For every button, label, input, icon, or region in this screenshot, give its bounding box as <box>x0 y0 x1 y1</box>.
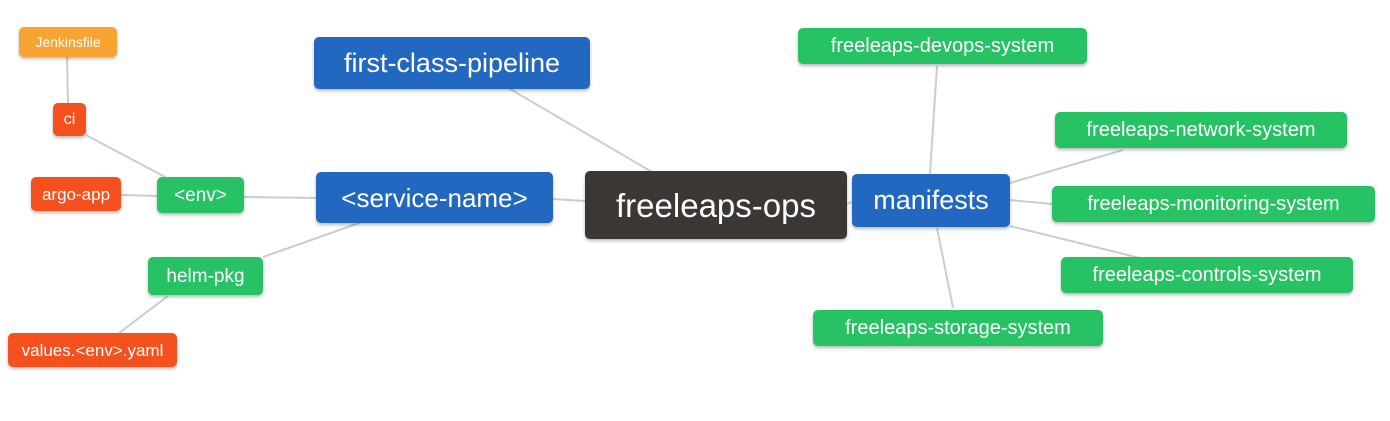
edge-jenkinsfile-ci <box>66 56 69 104</box>
node-freeleaps-devops-system[interactable]: freeleaps-devops-system <box>798 28 1087 64</box>
node-freeleaps-ops[interactable]: freeleaps-ops <box>585 171 847 239</box>
node-argo-app[interactable]: argo-app <box>31 177 121 211</box>
edge-pipeline-freeleaps-ops <box>509 88 653 173</box>
node-first-class-pipeline[interactable]: first-class-pipeline <box>314 37 590 89</box>
node-freeleaps-network-system[interactable]: freeleaps-network-system <box>1055 112 1347 148</box>
node-service-name[interactable]: <service-name> <box>316 172 553 223</box>
node-freeleaps-controls-system[interactable]: freeleaps-controls-system <box>1061 257 1353 293</box>
edge-manifests-network <box>1009 149 1124 184</box>
edge-service-name-freeleaps-ops <box>552 198 586 202</box>
edge-manifests-monitoring <box>1009 199 1053 205</box>
edge-manifests-devops <box>929 65 938 175</box>
node-freeleaps-storage-system[interactable]: freeleaps-storage-system <box>813 310 1103 346</box>
edge-manifests-storage <box>936 227 954 309</box>
node-helm-pkg[interactable]: helm-pkg <box>148 257 263 295</box>
edge-manifests-controls <box>1009 225 1141 259</box>
edge-env-service-name <box>243 196 317 199</box>
edge-helm-pkg-service-name <box>262 221 363 258</box>
node-freeleaps-monitoring-system[interactable]: freeleaps-monitoring-system <box>1052 186 1375 222</box>
edge-ci-env <box>85 134 166 178</box>
node-manifests[interactable]: manifests <box>852 174 1010 227</box>
node-ci[interactable]: ci <box>53 103 86 136</box>
node-values-env-yaml[interactable]: values.<env>.yaml <box>8 333 177 367</box>
edge-argo-app-env <box>120 194 158 197</box>
edge-values-helm-pkg <box>118 295 169 334</box>
node-env[interactable]: <env> <box>157 177 244 213</box>
node-jenkinsfile[interactable]: Jenkinsfile <box>19 27 117 57</box>
